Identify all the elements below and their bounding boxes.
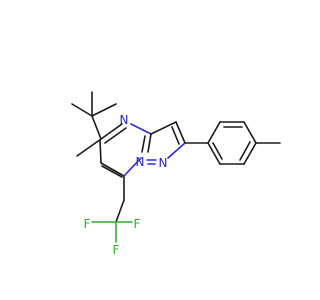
bond [207,121,221,144]
fluorine-label: F [84,217,91,231]
bond [100,123,123,140]
trifluoromethyl-group [91,199,133,243]
bond [243,142,257,165]
bond [91,103,117,117]
bond [123,157,142,177]
bond [147,133,152,153]
tolyl-group [184,121,281,165]
atom-labels: N N N F F F [84,113,168,257]
bond [167,142,186,159]
nitrogen-label: N [136,155,145,169]
bond [76,138,102,157]
pyrimidine-ring [76,123,152,201]
pyrazole-ring [146,121,186,165]
molecule-structure: N N N F F F [71,91,281,257]
bond [207,142,221,165]
fluorine-label: F [134,217,141,231]
nitrogen-label: N [159,156,168,170]
bond [99,139,102,164]
molecule-canvas: N N N F F F [71,91,281,257]
bond [101,165,123,178]
bond [141,135,146,153]
bond [150,121,177,135]
bond [171,126,180,145]
bond [130,123,152,135]
bond [104,127,127,144]
bond [115,199,125,223]
bond [212,142,223,160]
bond [243,121,257,144]
bond [175,121,186,144]
fluorine-label: F [113,243,120,257]
bond [71,103,93,117]
bond [239,141,251,161]
tert-butyl-group [71,91,117,140]
bond [91,115,102,140]
nitrogen-label: N [120,113,129,127]
bond [100,162,125,177]
